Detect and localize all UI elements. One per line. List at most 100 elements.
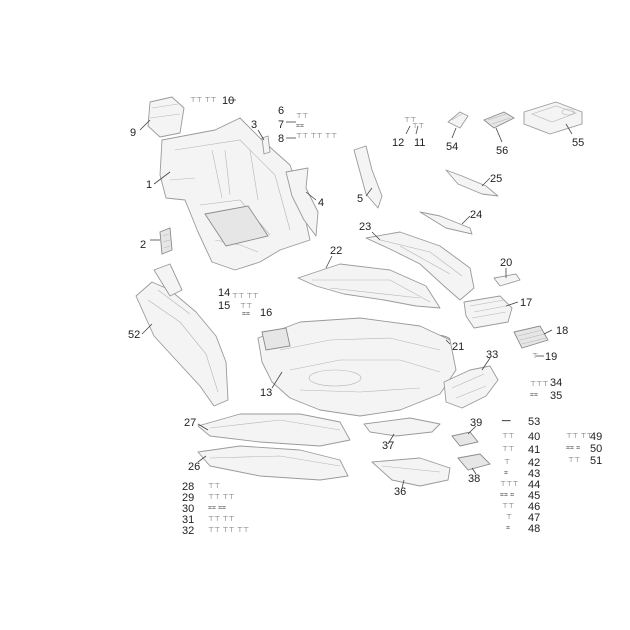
screws-34: ⊤⊤⊤ xyxy=(530,380,548,388)
part-22-side-panel xyxy=(297,263,441,309)
part-4-side-cover xyxy=(285,167,319,237)
hardware-glyphs: ⊤⊤ ⊤⊤ ⊤⊤ ⌗⌗ ⊤⊤ ⊤⊤ ⊤⊤ ⊤⊤ ⊤⊤ ⊤⊤ ⊤⊤ ⊤⊤ ⌗⌗ ⊤… xyxy=(190,96,593,534)
callout-51: 51 xyxy=(590,455,602,467)
screws-31: ⊤⊤ ⊤⊤ xyxy=(208,515,235,523)
callout-49: 49 xyxy=(590,431,602,443)
callout-34: 34 xyxy=(550,377,562,389)
callout-44: 44 xyxy=(528,479,540,491)
screws-46: ⊤⊤ xyxy=(502,502,514,510)
callout-24: 24 xyxy=(470,209,482,221)
screw-19: ⊤ xyxy=(532,352,538,360)
callout-43: 43 xyxy=(528,468,540,480)
screws-6: ⊤⊤ xyxy=(296,112,308,120)
part-33-rear-cover xyxy=(443,365,499,409)
screws-10: ⊤⊤ ⊤⊤ xyxy=(190,96,217,104)
callout-31: 31 xyxy=(182,514,194,526)
callout-45: 45 xyxy=(528,490,540,502)
leader-lines xyxy=(139,99,573,489)
nuts-45: ⌗⌗ ⌗ xyxy=(500,491,514,499)
callout-19: 19 xyxy=(545,351,557,363)
dash-53: ━━ xyxy=(501,417,511,425)
part-55-lid xyxy=(523,101,583,135)
callout-2: 2 xyxy=(140,239,146,251)
callout-22: 22 xyxy=(330,245,342,257)
callout-28: 28 xyxy=(182,481,194,493)
callout-14: 14 xyxy=(218,287,230,299)
part-2-pad xyxy=(159,227,173,255)
screws-15: ⊤⊤ xyxy=(240,302,252,310)
callout-46: 46 xyxy=(528,501,540,513)
callout-6: 6 xyxy=(278,105,284,117)
part-17-box xyxy=(463,295,513,329)
callout-37: 37 xyxy=(382,440,394,452)
nuts-7: ⌗⌗ xyxy=(296,122,304,130)
nut-43: ⌗ xyxy=(504,469,508,477)
callout-26: 26 xyxy=(188,461,200,473)
callout-20: 20 xyxy=(500,257,512,269)
screws-40: ⊤⊤ xyxy=(502,432,514,440)
callout-30: 30 xyxy=(182,503,194,515)
nuts-50: ⌗⌗ ⌗ xyxy=(566,444,580,452)
callout-33: 33 xyxy=(486,349,498,361)
callout-52: 52 xyxy=(128,329,140,341)
part-36-lower-cover xyxy=(371,457,451,487)
callout-1: 1 xyxy=(146,179,152,191)
callout-10: 10 xyxy=(222,95,234,107)
screw-42: ⊤ xyxy=(504,458,510,466)
callout-21: 21 xyxy=(452,341,464,353)
screws-32: ⊤⊤ ⊤⊤ ⊤⊤ xyxy=(208,526,249,534)
callout-36: 36 xyxy=(394,486,406,498)
part-52-long-side-panel xyxy=(135,281,229,407)
callout-16: 16 xyxy=(260,307,272,319)
callout-15: 15 xyxy=(218,300,230,312)
part-52-top-flap xyxy=(153,263,183,297)
callout-13: 13 xyxy=(260,387,272,399)
callout-40: 40 xyxy=(528,431,540,443)
callout-12: 12 xyxy=(392,137,404,149)
screws-11: ⊤⊤ xyxy=(412,122,424,130)
callout-23: 23 xyxy=(359,221,371,233)
nuts-35: ⌗⌗ xyxy=(530,391,538,399)
part-54-clip xyxy=(447,111,469,129)
screws-49: ⊤⊤ ⊤⊤ xyxy=(566,432,593,440)
callout-3: 3 xyxy=(251,119,257,131)
part-39-bracket xyxy=(451,431,479,447)
part-37-cover xyxy=(363,417,441,437)
callout-42: 42 xyxy=(528,457,540,469)
callout-7: 7 xyxy=(278,119,284,131)
part-18-vent xyxy=(513,325,549,349)
callout-5: 5 xyxy=(357,193,363,205)
screw-47: ⊤ xyxy=(506,513,512,521)
nuts-30: ⌗⌗ ⌗⌗ xyxy=(208,504,226,512)
callout-53: 53 xyxy=(528,416,540,428)
screws-28: ⊤⊤ xyxy=(208,482,220,490)
part-9-bracket xyxy=(147,96,185,138)
part-27-floor-trim xyxy=(197,413,351,447)
callout-numbers: 1 2 3 4 5 6 7 8 9 10 11 12 13 14 15 16 1… xyxy=(128,95,602,537)
nut-48: ⌗ xyxy=(506,524,510,532)
screws-8: ⊤⊤ ⊤⊤ ⊤⊤ xyxy=(296,132,337,140)
callout-25: 25 xyxy=(490,173,502,185)
callout-32: 32 xyxy=(182,525,194,537)
screws-44: ⊤⊤⊤ xyxy=(500,480,518,488)
callout-8: 8 xyxy=(278,133,284,145)
part-23-front-panel xyxy=(365,231,475,301)
callout-38: 38 xyxy=(468,473,480,485)
screws-29: ⊤⊤ ⊤⊤ xyxy=(208,493,235,501)
nuts-16: ⌗⌗ xyxy=(242,310,250,318)
part-5-small-cover xyxy=(353,145,383,209)
part-38-bracket xyxy=(457,453,491,471)
callout-50: 50 xyxy=(590,443,602,455)
callout-39: 39 xyxy=(470,417,482,429)
callout-35: 35 xyxy=(550,390,562,402)
callout-48: 48 xyxy=(528,523,540,535)
callout-56: 56 xyxy=(496,145,508,157)
callout-18: 18 xyxy=(556,325,568,337)
callout-9: 9 xyxy=(130,127,136,139)
screws-51: ⊤⊤ xyxy=(568,456,580,464)
part-56-block xyxy=(483,111,515,129)
part-13-storage-tub xyxy=(257,317,457,417)
callout-47: 47 xyxy=(528,512,540,524)
